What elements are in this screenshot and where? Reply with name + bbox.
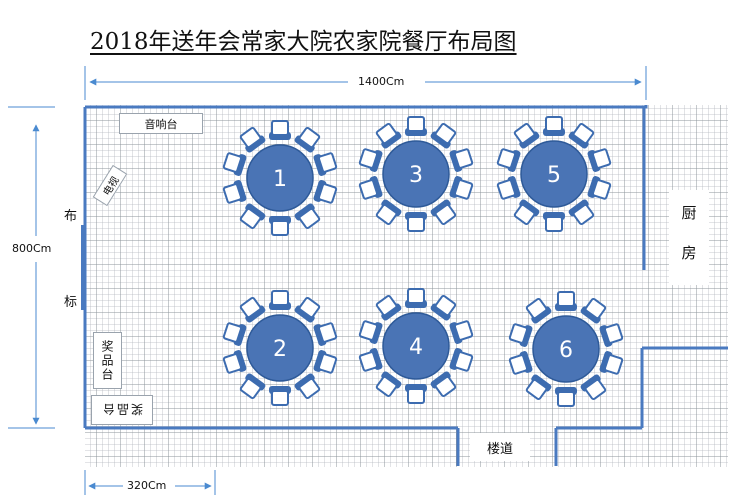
chair	[449, 320, 474, 344]
width-label: 1400Cm	[358, 75, 405, 88]
table-number: 5	[547, 163, 561, 188]
chair	[375, 294, 402, 321]
table-number: 1	[273, 167, 287, 192]
banner-label-bottom: 标	[64, 295, 78, 310]
chair	[599, 351, 624, 375]
chair	[375, 199, 402, 226]
chair	[294, 203, 321, 230]
chair	[313, 180, 338, 204]
chair	[525, 297, 552, 324]
chair	[239, 296, 266, 323]
chair	[513, 199, 540, 226]
chair	[313, 350, 338, 374]
chair	[358, 348, 383, 372]
chair	[358, 320, 383, 344]
chair	[508, 323, 533, 347]
sound-desk: 音响台	[119, 113, 203, 134]
chair	[430, 294, 457, 321]
chair	[568, 122, 595, 149]
table-number: 4	[409, 335, 423, 360]
table-number: 2	[273, 337, 287, 362]
chair	[294, 126, 321, 153]
segment-dimension	[84, 470, 216, 495]
round-table	[532, 315, 600, 383]
chair	[543, 212, 565, 232]
chair	[222, 152, 247, 176]
chair	[222, 180, 247, 204]
chair	[449, 148, 474, 172]
table-6: 6	[508, 291, 624, 407]
round-table	[520, 140, 588, 208]
banner-label-top: 布	[64, 209, 78, 224]
chair	[430, 199, 457, 226]
chair	[294, 296, 321, 323]
chair	[430, 371, 457, 398]
round-table	[382, 140, 450, 208]
width-dimension	[84, 66, 647, 100]
table-2: 2	[222, 290, 338, 406]
chair	[587, 148, 612, 172]
chair	[222, 322, 247, 346]
chair	[555, 387, 577, 407]
chair	[269, 386, 291, 406]
page-title: 2018年送年会常家大院农家院餐厅布局图	[90, 29, 517, 55]
chair	[269, 290, 291, 310]
chair	[239, 126, 266, 153]
chair	[525, 374, 552, 401]
chair	[405, 384, 427, 404]
chair	[405, 212, 427, 232]
chair	[239, 203, 266, 230]
chair	[430, 122, 457, 149]
table-3: 3	[358, 116, 474, 232]
chair	[358, 176, 383, 200]
chair	[568, 199, 595, 226]
chair	[405, 116, 427, 136]
chair	[222, 350, 247, 374]
chair	[580, 297, 607, 324]
chair	[587, 176, 612, 200]
stairs-label: 楼道	[470, 433, 530, 461]
chair	[358, 148, 383, 172]
chair	[496, 148, 521, 172]
chair	[555, 291, 577, 311]
height-label: 800Cm	[12, 242, 52, 255]
chair	[599, 323, 624, 347]
chair	[513, 122, 540, 149]
segment-label: 320Cm	[127, 479, 167, 492]
gift-desk-2: 奖品台	[91, 395, 153, 425]
chair	[449, 176, 474, 200]
table-4: 4	[358, 288, 474, 404]
table-5: 5	[496, 116, 612, 232]
round-table	[246, 144, 314, 212]
chair	[313, 152, 338, 176]
chair	[239, 373, 266, 400]
chair	[580, 374, 607, 401]
kitchen-label: 厨 房	[669, 190, 709, 285]
table-number: 3	[409, 163, 423, 188]
chair	[405, 288, 427, 308]
round-table	[246, 314, 314, 382]
height-dimension	[8, 106, 55, 429]
round-table	[382, 312, 450, 380]
table-1: 1	[222, 120, 338, 236]
chair	[313, 322, 338, 346]
chair	[508, 351, 533, 375]
chair	[269, 120, 291, 140]
chair	[375, 122, 402, 149]
chair	[294, 373, 321, 400]
table-number: 6	[559, 338, 573, 363]
chair	[496, 176, 521, 200]
gift-desk-1: 奖品台	[93, 332, 122, 389]
chair	[543, 116, 565, 136]
chair	[449, 348, 474, 372]
chair	[269, 216, 291, 236]
walls	[81, 105, 728, 466]
chair	[375, 371, 402, 398]
